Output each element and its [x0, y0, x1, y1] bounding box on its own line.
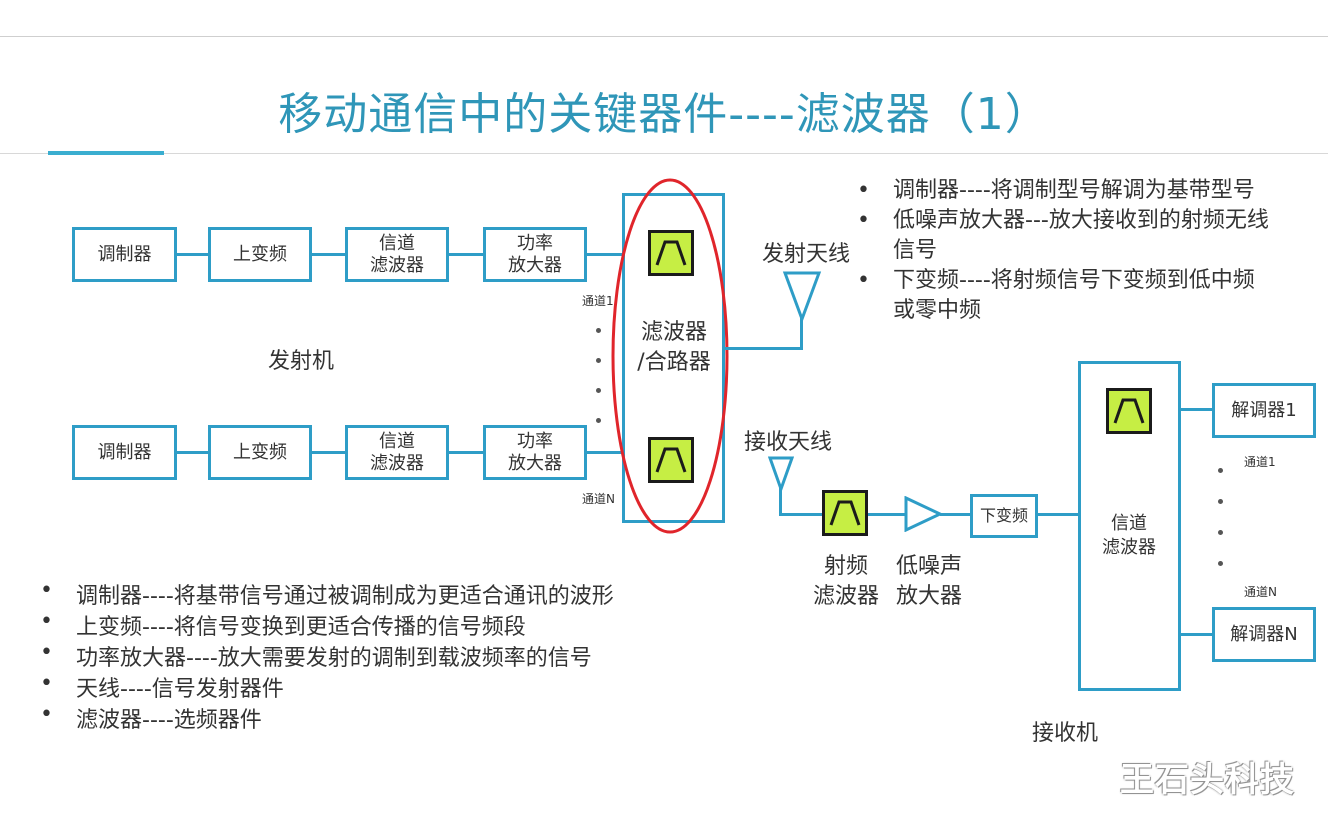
connector [940, 513, 972, 516]
tx-bottom-channel-filter: 信道 滤波器 [345, 425, 449, 480]
lna-label: 低噪声 放大器 [895, 554, 962, 609]
rx-channel-n-label: 通道N [1244, 585, 1277, 599]
note-bottom-item: 调制器----将基带信号通过被调制成为更适合通讯的波形 [40, 578, 614, 610]
bandpass-filter-icon [1106, 388, 1152, 434]
ellipsis-dot [1218, 468, 1223, 473]
tx-channel-n-label: 通道N [582, 492, 615, 506]
tx-channel-1-label: 通道1 [582, 294, 614, 308]
connector [1181, 408, 1215, 411]
connector [587, 451, 623, 454]
note-bottom-item: 天线----信号发射器件 [40, 671, 284, 703]
connector [587, 253, 623, 256]
tx-top-channel-filter: 信道 滤波器 [345, 227, 449, 282]
ellipsis-dot [596, 418, 601, 423]
rf-filter-icon [822, 490, 868, 536]
page-title: 移动通信中的关键器件----滤波器（1） [278, 89, 1050, 140]
lna-amplifier-icon [904, 496, 944, 532]
connector [312, 451, 346, 454]
connector [1181, 633, 1215, 636]
note-bottom-item: 滤波器----选频器件 [40, 702, 262, 734]
ellipsis-dot [1218, 561, 1223, 566]
connector [449, 253, 484, 256]
ellipsis-dot [1218, 530, 1223, 535]
connector [779, 513, 822, 516]
note-right-item: 低噪声放大器---放大接收到的射频无线 信号 [857, 206, 1269, 266]
ellipsis-dot [596, 328, 601, 333]
connector [177, 253, 210, 256]
title-accent-bar [48, 151, 164, 155]
ellipsis-dot [596, 388, 601, 393]
rx-downconverter: 下变频 [970, 494, 1038, 538]
top-divider [0, 36, 1328, 37]
tx-bottom-modulator: 调制器 [72, 425, 177, 480]
title-divider [0, 153, 1328, 154]
rf-filter-label: 射频 滤波器 [812, 554, 879, 609]
combiner-label: 滤波器 /合路器 [637, 320, 711, 375]
tx-top-upconverter: 上变频 [208, 227, 312, 282]
connector [449, 451, 484, 454]
transmitter-label: 发射机 [268, 349, 335, 374]
receiver-label: 接收机 [1032, 721, 1099, 746]
highlight-ellipse [611, 178, 729, 534]
connector [1038, 513, 1080, 516]
bandpass-filter-icon [648, 230, 694, 276]
connector [725, 347, 803, 350]
tx-bottom-power-amplifier: 功率 放大器 [483, 425, 587, 480]
tx-top-modulator: 调制器 [72, 227, 177, 282]
connector [312, 253, 346, 256]
bandpass-filter-icon [648, 437, 694, 483]
note-right-item: 下变频----将射频信号下变频到低中频 或零中频 [857, 266, 1255, 326]
rx-antenna-label: 接收天线 [744, 430, 833, 455]
note-bottom-item: 上变频----将信号变换到更适合传播的信号频段 [40, 609, 526, 641]
rx-channel-1-label: 通道1 [1244, 455, 1276, 469]
rx-channel-filter-label: 信道 滤波器 [1102, 513, 1156, 558]
ellipsis-dot [1218, 499, 1223, 504]
note-right-item: 调制器----将调制型号解调为基带型号 [857, 176, 1255, 206]
tx-antenna-icon [782, 271, 822, 322]
watermark: 王石头科技 [1120, 760, 1295, 800]
demodulator-n: 解调器N [1212, 607, 1316, 662]
ellipsis-dot [596, 358, 601, 363]
connector [800, 318, 803, 350]
tx-bottom-upconverter: 上变频 [208, 425, 312, 480]
tx-antenna-label: 发射天线 [762, 242, 851, 267]
connector [868, 513, 906, 516]
demodulator-1: 解调器1 [1212, 383, 1316, 438]
connector [177, 451, 210, 454]
connector [779, 488, 782, 516]
rx-antenna-icon [768, 456, 794, 492]
note-bottom-item: 功率放大器----放大需要发射的调制到载波频率的信号 [40, 640, 592, 672]
tx-top-power-amplifier: 功率 放大器 [483, 227, 587, 282]
